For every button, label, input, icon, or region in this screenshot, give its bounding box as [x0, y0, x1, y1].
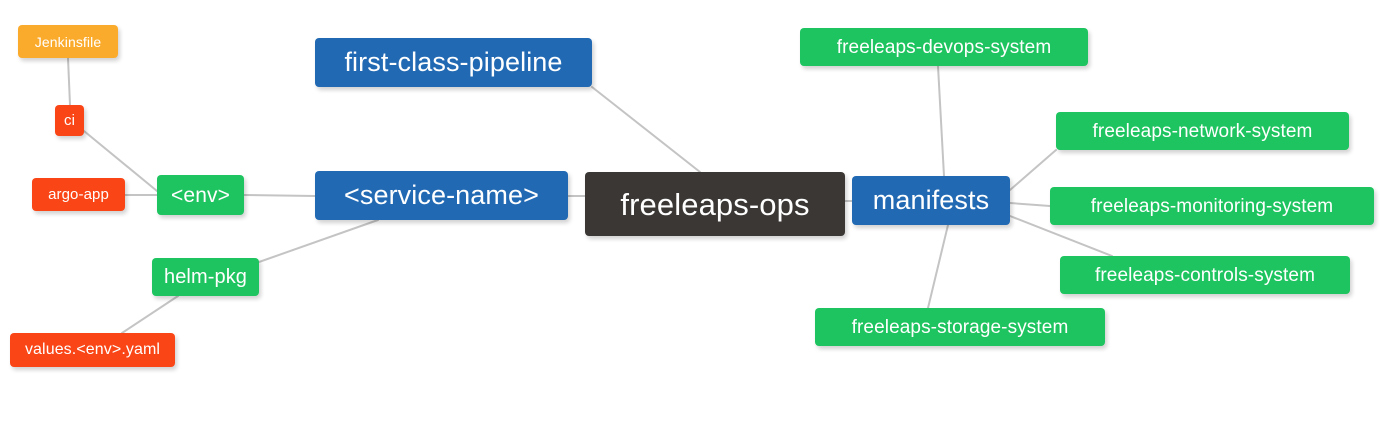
mindmap-edge-first-class-pipeline-to-freeleaps-ops: [591, 86, 701, 173]
mindmap-node-service-name[interactable]: <service-name>: [315, 171, 568, 220]
mindmap-node-first-class-pipeline[interactable]: first-class-pipeline: [315, 38, 592, 87]
mindmap-node-helm-pkg[interactable]: helm-pkg: [152, 258, 259, 296]
mindmap-node-freeleaps-devops-system[interactable]: freeleaps-devops-system: [800, 28, 1088, 66]
mindmap-node-argo-app[interactable]: argo-app: [32, 178, 125, 211]
mindmap-node-env[interactable]: <env>: [157, 175, 244, 215]
mindmap-node-label: first-class-pipeline: [344, 47, 563, 77]
mindmap-node-label: freeleaps-storage-system: [851, 316, 1069, 338]
mindmap-node-label: freeleaps-monitoring-system: [1090, 195, 1334, 217]
mindmap-node-freeleaps-network-system[interactable]: freeleaps-network-system: [1056, 112, 1349, 150]
mindmap-edge-manifests-to-freeleaps-storage-system: [927, 224, 949, 309]
mindmap-node-freeleaps-controls-system[interactable]: freeleaps-controls-system: [1060, 256, 1350, 294]
mindmap-node-freeleaps-storage-system[interactable]: freeleaps-storage-system: [815, 308, 1105, 346]
mindmap-node-label: freeleaps-network-system: [1092, 120, 1313, 142]
mindmap-edge-manifests-to-freeleaps-devops-system: [937, 65, 945, 177]
mindmap-node-label: <service-name>: [344, 180, 539, 210]
mindmap-node-freeleaps-monitoring-system[interactable]: freeleaps-monitoring-system: [1050, 187, 1374, 225]
mindmap-edge-values-env-yaml-to-helm-pkg: [121, 295, 179, 334]
mindmap-node-ci[interactable]: ci: [55, 105, 84, 136]
mindmap-node-label: freeleaps-controls-system: [1094, 264, 1316, 286]
mindmap-edge-env-to-service-name: [243, 194, 316, 197]
mindmap-node-label: manifests: [872, 185, 990, 215]
mindmap-node-label: values.<env>.yaml: [24, 341, 161, 358]
mindmap-node-label: Jenkinsfile: [34, 33, 102, 50]
mindmap-edge-manifests-to-freeleaps-monitoring-system: [1009, 202, 1051, 207]
mindmap-edge-manifests-to-freeleaps-network-system: [1009, 149, 1057, 191]
mindmap-node-label: helm-pkg: [163, 266, 248, 288]
mindmap-node-label: <env>: [171, 183, 230, 207]
mindmap-edge-helm-pkg-to-service-name: [258, 219, 379, 263]
mindmap-node-label: freeleaps-ops: [620, 186, 810, 222]
mindmap-node-freeleaps-ops[interactable]: freeleaps-ops: [585, 172, 845, 236]
mindmap-edge-jenkinsfile-to-ci: [67, 57, 71, 106]
mindmap-node-manifests[interactable]: manifests: [852, 176, 1010, 225]
mindmap-node-label: argo-app: [48, 186, 109, 203]
mindmap-node-values-env-yaml[interactable]: values.<env>.yaml: [10, 333, 175, 367]
mindmap-node-label: freeleaps-devops-system: [836, 36, 1052, 58]
mindmap-node-jenkinsfile[interactable]: Jenkinsfile: [18, 25, 118, 58]
mindmap-node-label: ci: [63, 112, 76, 129]
